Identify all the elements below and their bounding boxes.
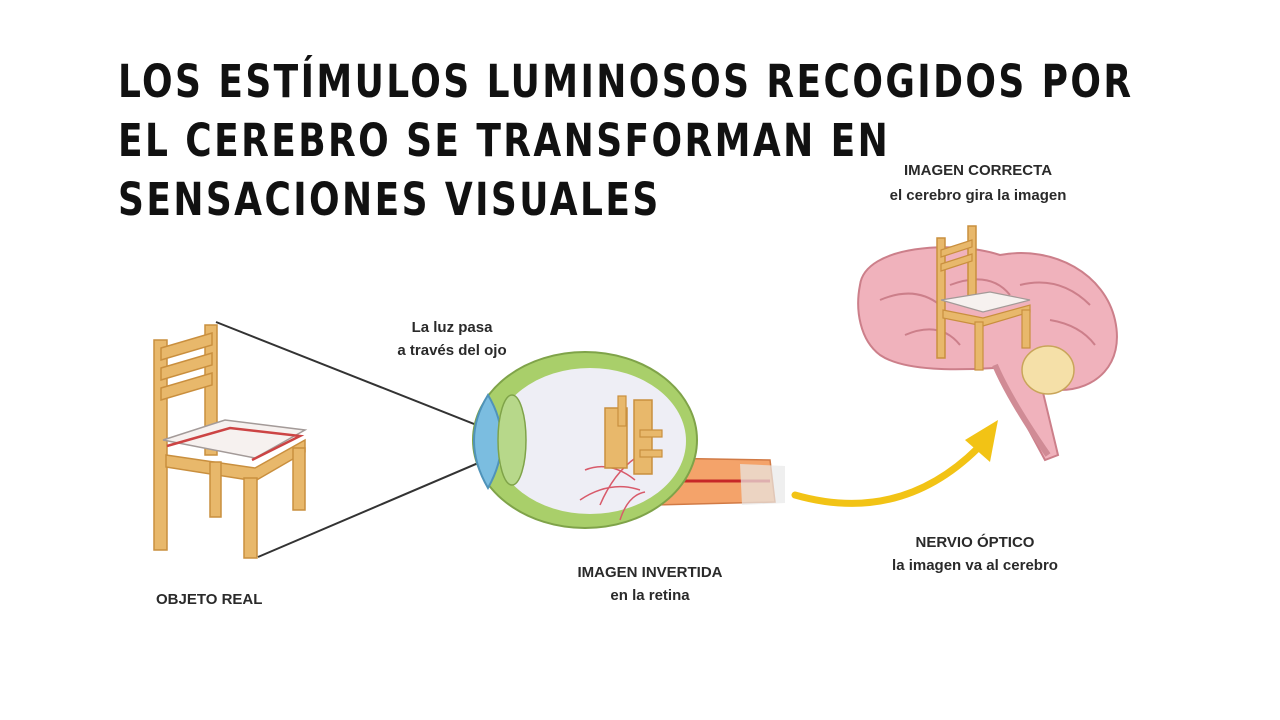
label-luz-pasa: La luz pasa <box>412 319 494 336</box>
label-imagen-correcta: IMAGEN CORRECTA <box>904 162 1052 179</box>
label-imagen-va: la imagen va al cerebro <box>892 557 1058 574</box>
real-chair <box>153 324 308 559</box>
title-line-3: SENSACIONES VISUALES <box>118 173 661 226</box>
label-nervio-optico: NERVIO ÓPTICO <box>916 533 1035 551</box>
arrow-to-brain <box>791 420 998 507</box>
title-line-2: EL CEREBRO SE TRANSFORMAN EN <box>118 114 891 167</box>
inverted-chair <box>604 395 663 475</box>
label-objeto-real: OBJETO REAL <box>156 591 262 608</box>
upright-chair <box>936 225 1031 371</box>
eye <box>472 351 698 529</box>
brain <box>857 246 1118 462</box>
label-traves-ojo: a través del ojo <box>397 342 506 359</box>
label-cerebro-gira: el cerebro gira la imagen <box>890 187 1067 204</box>
label-imagen-invertida: IMAGEN INVERTIDA <box>577 564 722 581</box>
label-en-retina: en la retina <box>610 587 690 604</box>
